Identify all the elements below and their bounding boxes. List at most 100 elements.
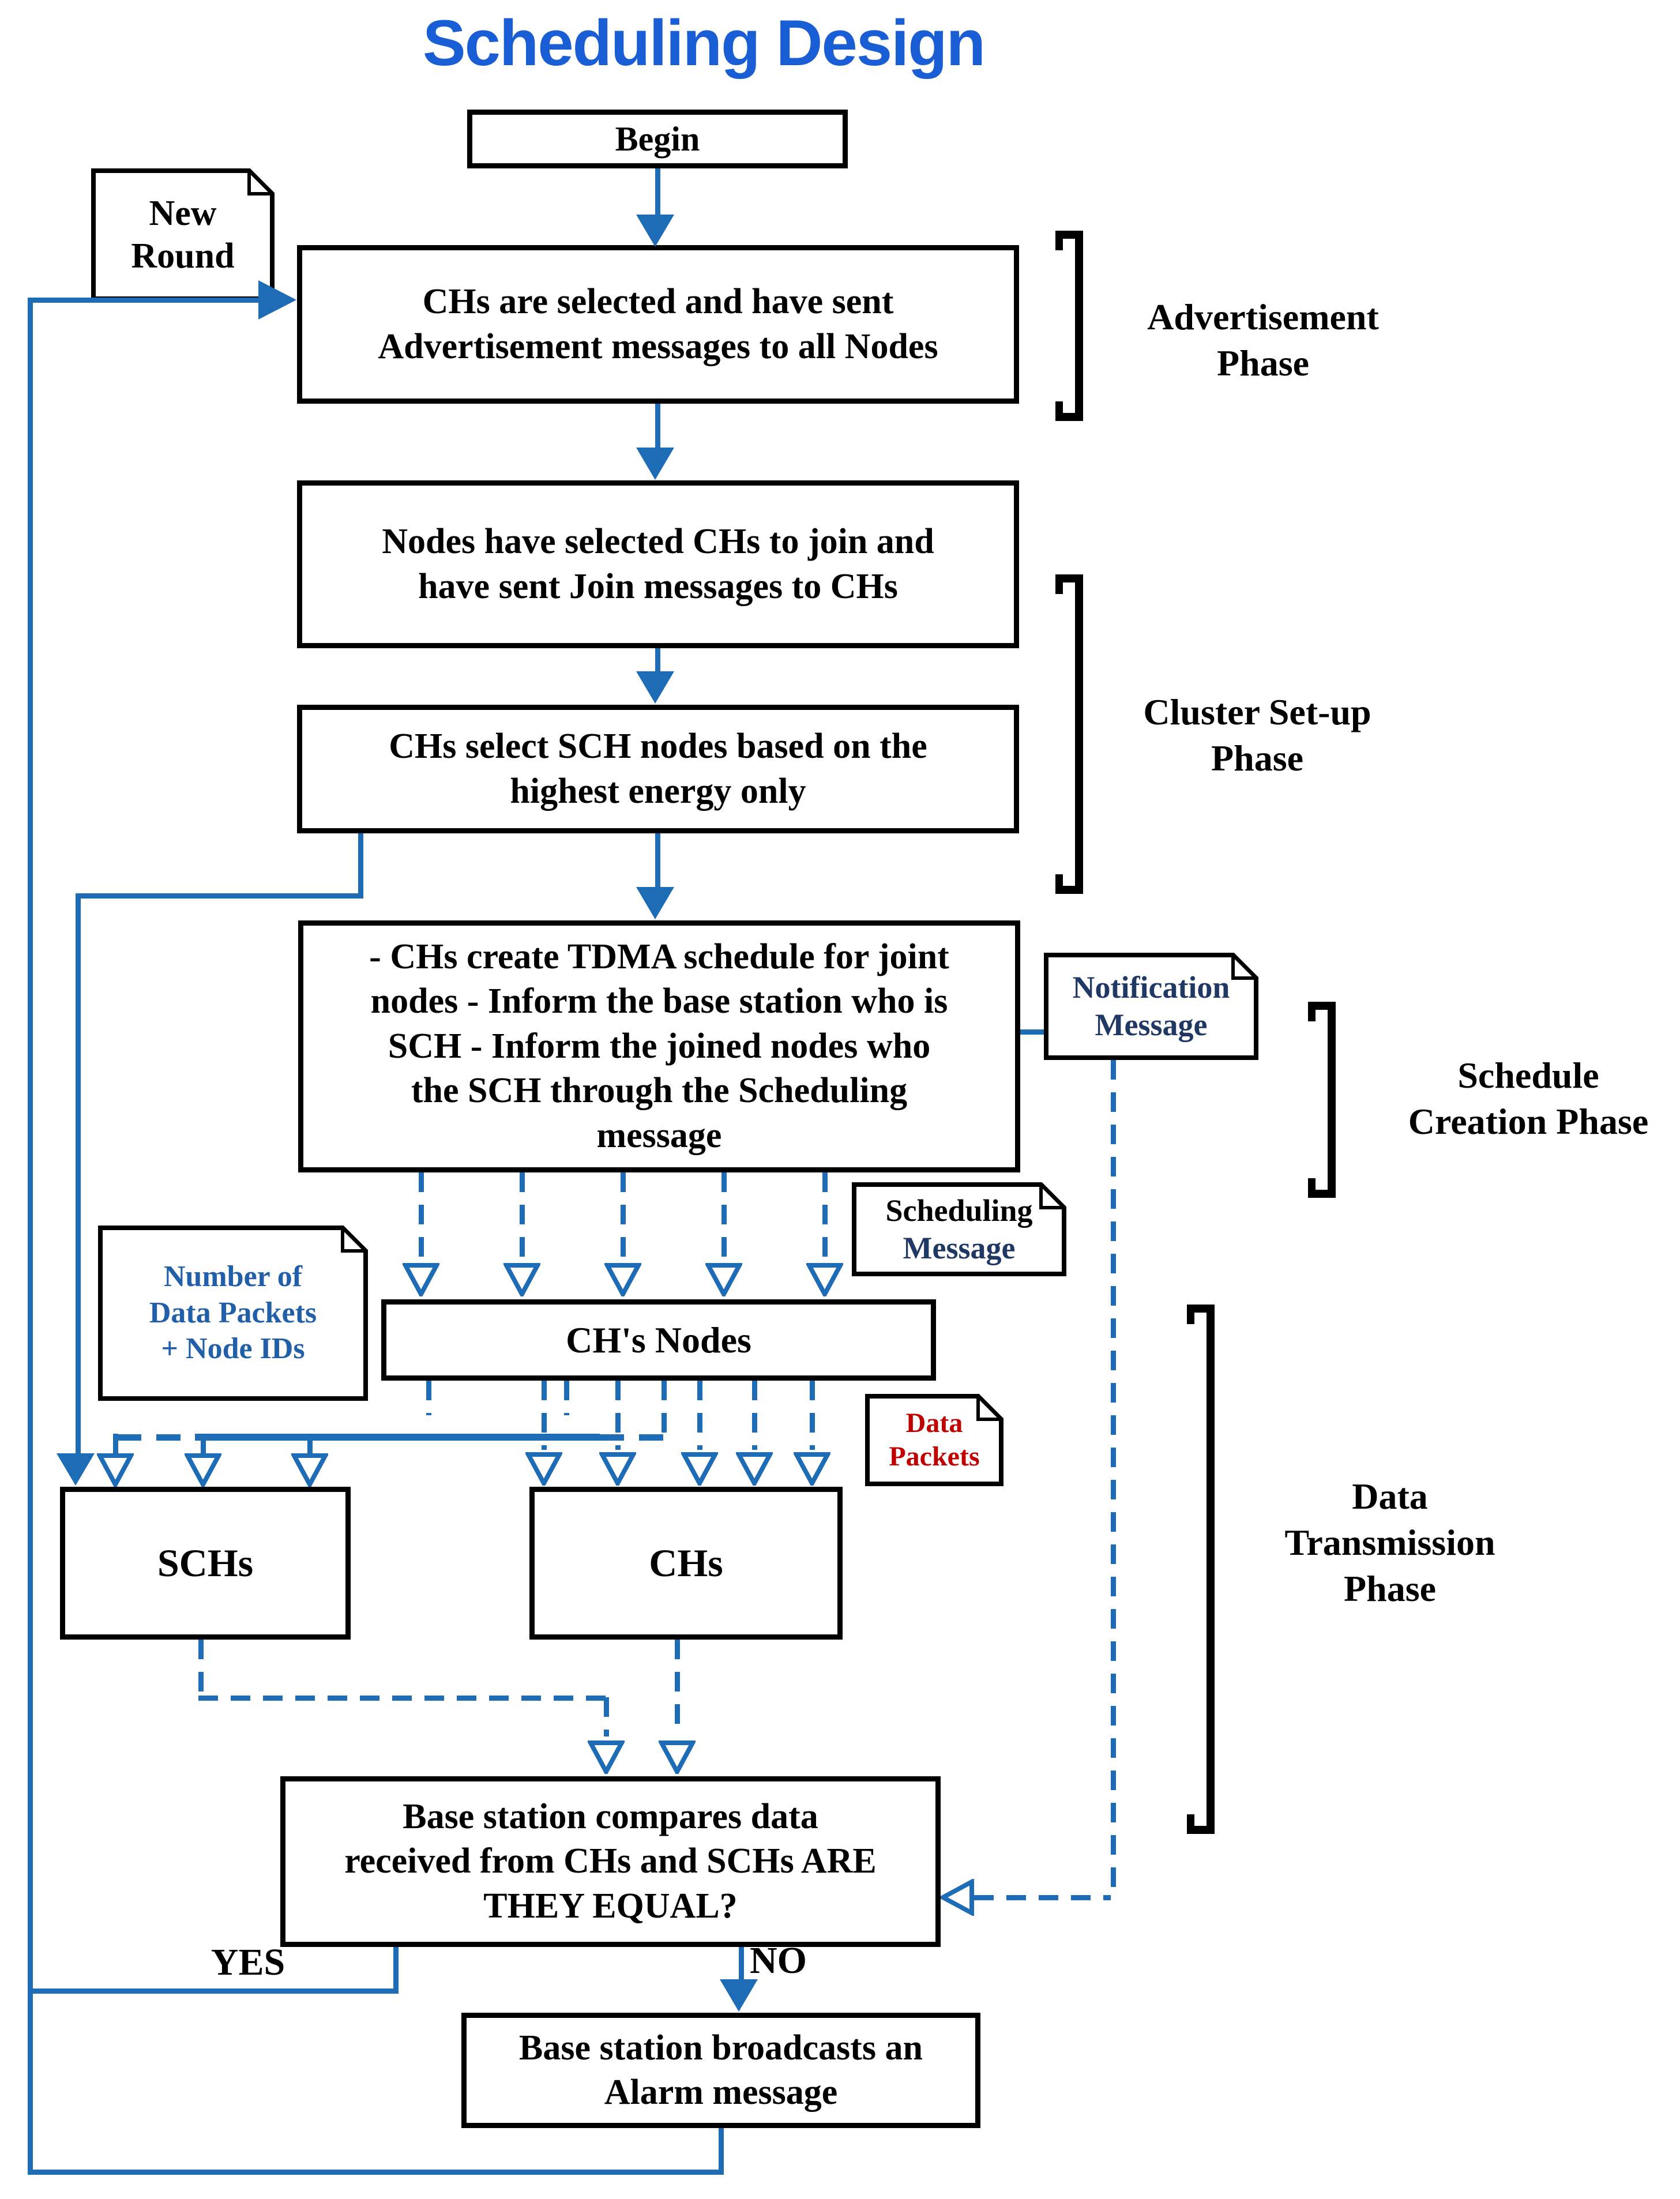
bottom-return-line — [28, 2170, 724, 2175]
advertisement-phase-label: Advertisement Phase — [1110, 291, 1416, 389]
chs-feed-line-4 — [752, 1381, 757, 1450]
packet-count-note: Number of Data Packets + Node IDs — [98, 1226, 368, 1401]
scheduling-msg-line-3 — [621, 1172, 626, 1260]
schs-to-compare-line — [604, 1697, 609, 1736]
scheduling-msg-line-5 — [822, 1172, 828, 1260]
compare-label: Base station compares data received from… — [344, 1796, 877, 1926]
advertisement-phase-bracket-icon — [1055, 231, 1083, 421]
data-packets-note: Data Packets — [865, 1394, 1004, 1486]
transmission-phase-text: Data Transmission Phase — [1284, 1476, 1495, 1609]
hollow-arrow-msg-3-icon — [603, 1263, 642, 1299]
select-to-schedule-line — [655, 833, 660, 890]
alarm-label: Base station broadcasts an Alarm message — [519, 2028, 923, 2112]
sch-drop-stem-1 — [113, 1434, 118, 1456]
chs-node: CHs — [529, 1487, 843, 1640]
select-exit-left-line — [76, 893, 363, 899]
yes-branch-label: YES — [211, 1941, 285, 1983]
schedule-label: - CHs create TDMA schedule for joint nod… — [369, 937, 949, 1155]
chs-feed-line-5 — [810, 1381, 815, 1450]
hollow-arrow-schs-2-icon — [183, 1453, 223, 1490]
note-shape-icon — [865, 1394, 1004, 1486]
advertise-node: CHs are selected and have sent Advertise… — [297, 245, 1019, 404]
compare-node: Base station compares data received from… — [280, 1776, 941, 1947]
sch-drop-stem-3 — [307, 1434, 313, 1456]
join-to-select-line — [655, 648, 660, 675]
packet-count-label: Number of Data Packets + Node IDs — [149, 1260, 317, 1366]
schedule-node: - CHs create TDMA schedule for joint nod… — [298, 920, 1020, 1172]
chs-to-compare-line — [675, 1640, 680, 1735]
cluster-phase-label: Cluster Set-up Phase — [1107, 686, 1407, 784]
chs-label: CHs — [649, 1541, 723, 1585]
chnodes-stub-1 — [426, 1381, 431, 1415]
alarm-node: Base station broadcasts an Alarm message — [461, 2013, 980, 2128]
hollow-arrow-msg-1-icon — [401, 1263, 441, 1299]
begin-node: Begin — [467, 110, 848, 168]
hollow-arrow-msg-2-icon — [502, 1263, 542, 1299]
arrowhead-into-schs-icon — [57, 1453, 95, 1486]
notification-dashed-down-line — [1111, 1060, 1116, 1895]
notification-note: Notification Message — [1044, 953, 1258, 1060]
hollow-arrow-msg-4-icon — [704, 1263, 743, 1299]
join-node: Nodes have selected CHs to join and have… — [297, 480, 1019, 648]
scheduling-msg-line-1 — [419, 1172, 424, 1260]
transmission-phase-bracket-icon — [1187, 1305, 1215, 1834]
schedule-phase-label: Schedule Creation Phase — [1375, 1050, 1680, 1148]
ch-nodes-node: CH's Nodes — [381, 1299, 936, 1381]
hollow-arrow-notification-icon — [938, 1878, 974, 1919]
chnodes-stub-2 — [564, 1381, 569, 1415]
hollow-arrow-chs-5-icon — [792, 1452, 832, 1488]
ch-nodes-label: CH's Nodes — [566, 1319, 751, 1360]
arrowhead-join-icon — [636, 448, 674, 480]
select-exit-down-line — [358, 833, 363, 893]
notification-dashed-left-line — [974, 1895, 1111, 1900]
cluster-phase-text: Cluster Set-up Phase — [1143, 691, 1371, 779]
advertise-to-join-line — [655, 404, 660, 451]
scheduling-msg-line-2 — [520, 1172, 525, 1260]
hollow-arrow-schs-1-icon — [96, 1453, 135, 1490]
note-shape-icon — [98, 1226, 368, 1401]
schedule-phase-text: Schedule Creation Phase — [1408, 1055, 1649, 1142]
note-shape-icon — [1044, 953, 1258, 1060]
hollow-arrow-msg-5-icon — [805, 1263, 844, 1299]
collector-dashed-left — [117, 1434, 195, 1441]
hollow-arrow-chs-1-icon — [524, 1452, 563, 1488]
sch-feed-line — [76, 893, 81, 1453]
select-sch-node: CHs select SCH nodes based on the highes… — [297, 705, 1019, 833]
scheduling-msg-line-4 — [721, 1172, 727, 1260]
join-label: Nodes have selected CHs to join and have… — [382, 522, 934, 606]
schs-exit-down-line — [198, 1640, 204, 1697]
begin-to-advertise-line — [655, 168, 660, 218]
new-round-label: New Round — [131, 193, 235, 276]
no-branch-line — [739, 1947, 744, 1982]
note-shape-icon — [852, 1182, 1066, 1276]
collector-dashed-right — [600, 1434, 666, 1441]
select-sch-label: CHs select SCH nodes based on the highes… — [389, 727, 927, 811]
message-word: Message — [903, 1230, 1016, 1265]
arrowhead-begin-icon — [636, 215, 674, 247]
scheduling-word: Scheduling — [885, 1193, 1033, 1228]
schedule-phase-bracket-icon — [1308, 1002, 1336, 1198]
chs-feed-line-2 — [615, 1381, 621, 1450]
notification-label: Notification Message — [1072, 970, 1230, 1042]
data-packets-label: Data Packets — [889, 1408, 980, 1472]
collector-line — [195, 1434, 600, 1441]
cluster-phase-bracket-icon — [1055, 574, 1083, 894]
hollow-arrow-compare-left-icon — [587, 1741, 626, 1777]
arrowhead-select-icon — [636, 671, 674, 704]
yes-branch-left-line — [30, 1989, 399, 1994]
page-title: Scheduling Design — [422, 7, 986, 79]
begin-label: Begin — [615, 119, 700, 158]
no-branch-label: NO — [750, 1939, 807, 1982]
new-round-note: New Round — [91, 168, 275, 301]
new-round-entry-line — [33, 298, 258, 303]
yes-branch-down-line — [393, 1947, 399, 1993]
alarm-exit-line — [719, 2128, 724, 2174]
schs-label: SCHs — [157, 1541, 254, 1585]
hollow-arrow-chs-3-icon — [680, 1452, 719, 1488]
arrowhead-schedule-icon — [636, 887, 674, 919]
loop-trunk-line — [28, 298, 33, 2173]
note-shape-icon — [91, 168, 275, 301]
hollow-arrow-chs-4-icon — [735, 1452, 774, 1488]
chs-feed-line-3 — [697, 1381, 702, 1450]
hollow-arrow-schs-3-icon — [290, 1453, 329, 1490]
